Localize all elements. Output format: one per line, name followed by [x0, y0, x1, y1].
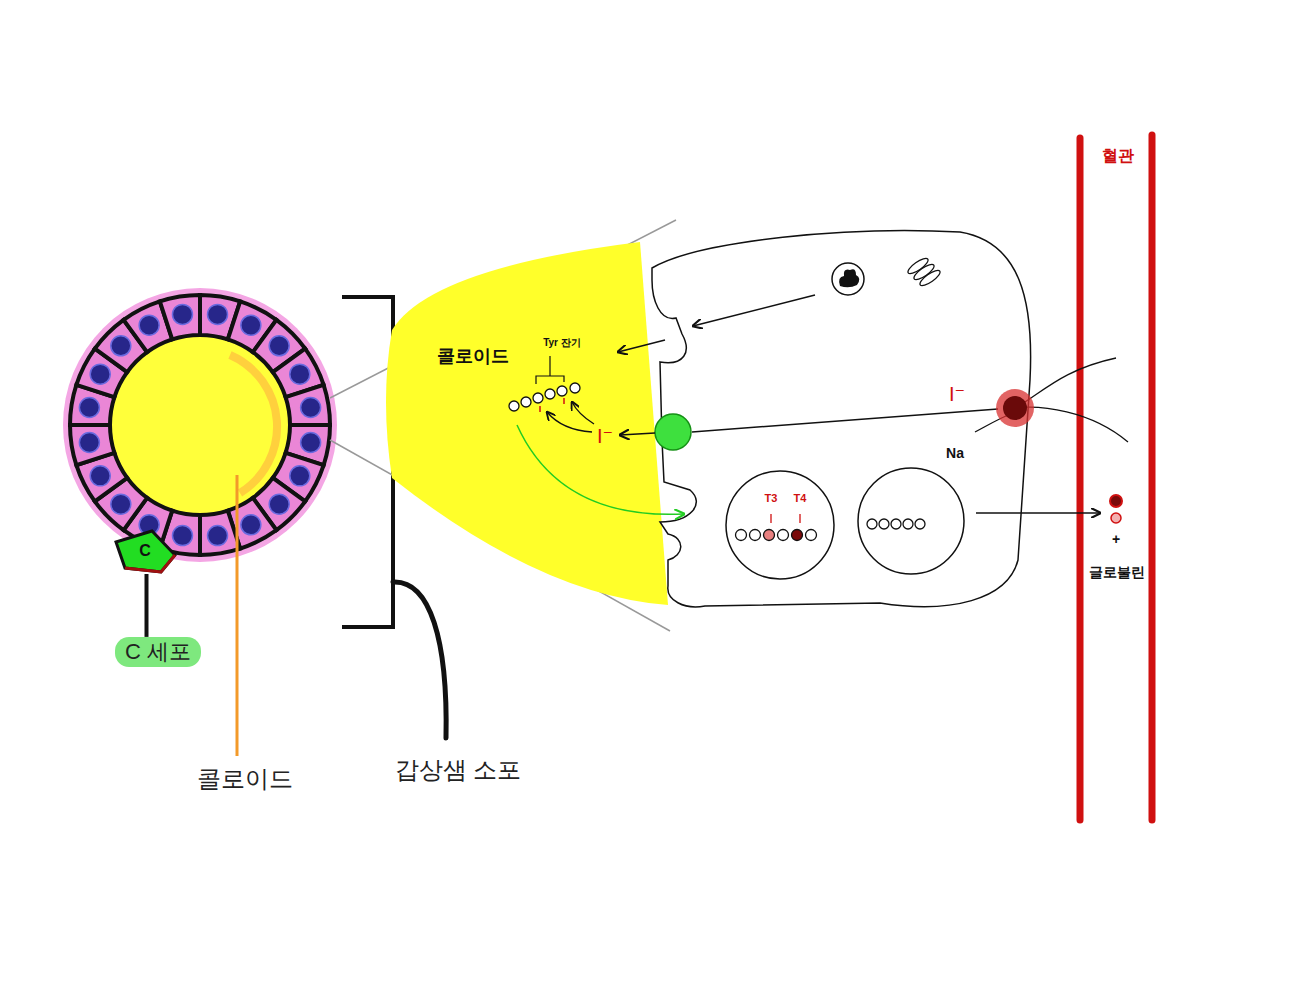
- t3-dot: [1111, 513, 1121, 523]
- c-cell: C: [112, 528, 178, 574]
- c-cell-outline: [116, 531, 175, 572]
- hormone-bead: [778, 530, 789, 541]
- nucleus-symbol: [839, 269, 859, 287]
- cell-nucleus: [208, 526, 228, 546]
- pendrin-channel: [655, 414, 691, 450]
- symporter: [1003, 396, 1027, 420]
- endocytosis-arrow: [517, 425, 684, 514]
- arrow: [693, 295, 815, 326]
- residue-label: Tyr 잔기: [543, 337, 581, 349]
- hormone-bead: [764, 530, 775, 541]
- protein-label: 글로불린: [1089, 564, 1145, 580]
- follicular-cell: [70, 425, 114, 465]
- node-text: T4: [794, 492, 807, 504]
- cell-nucleus: [290, 364, 310, 384]
- cell-nucleus: [301, 397, 321, 417]
- follicle-glow: [63, 288, 337, 562]
- arrow: [618, 340, 665, 352]
- hormone-bead: [750, 530, 761, 541]
- cell-nucleus: [290, 466, 310, 486]
- bracket: [342, 297, 393, 627]
- cell-nucleus: [172, 526, 192, 546]
- iodine-mark: [539, 406, 541, 412]
- node-text: C: [139, 542, 151, 560]
- tick: [799, 514, 800, 523]
- transport-line: [692, 409, 998, 432]
- vesicle-shape: [725, 470, 835, 580]
- symporter: [996, 389, 1034, 427]
- iodine-mark: [563, 398, 565, 404]
- part-label: 갑상샘 소포: [395, 756, 522, 784]
- cell-nucleus: [241, 315, 261, 335]
- golgi-symbol: [906, 256, 942, 288]
- arrow: [547, 412, 592, 432]
- vessel-wall: [1077, 138, 1084, 820]
- cell-nucleus: [111, 494, 131, 514]
- cell-nucleus: [90, 364, 110, 384]
- cell-nucleus: [172, 304, 192, 324]
- cell-nucleus: [79, 397, 99, 417]
- cell-nucleus: [269, 494, 289, 514]
- follicular-cell: [200, 511, 240, 555]
- colloid-zoom: [386, 242, 668, 605]
- arrow: [572, 402, 594, 424]
- leader-line: [393, 582, 446, 738]
- thyroid-follicle: [63, 288, 337, 562]
- ion-label: I⁻: [597, 425, 613, 448]
- tick: [770, 514, 771, 523]
- follicular-cell: [160, 295, 200, 339]
- ion-label: I⁻: [949, 383, 965, 406]
- leader-line: [236, 475, 239, 756]
- ion-label: Na: [946, 445, 964, 461]
- thyroglobulin-chain: [509, 383, 580, 411]
- node-text: C 세포: [125, 640, 191, 664]
- region-label: 콜로이드: [437, 346, 509, 367]
- vessel-wall: [1149, 135, 1156, 820]
- t4-dot: [1110, 495, 1122, 507]
- colloid-tint: [230, 355, 277, 493]
- cell-nucleus: [139, 315, 159, 335]
- vesicle: [858, 468, 964, 574]
- cell-nucleus: [111, 336, 131, 356]
- c-cell-tag: C 세포: [115, 637, 201, 667]
- nucleus-symbol: [832, 263, 864, 295]
- hormone-bead: [792, 530, 803, 541]
- hormone-bead: [736, 530, 747, 541]
- cell-nucleus: [269, 336, 289, 356]
- cell-nucleus: [301, 433, 321, 453]
- part-label: 콜로이드: [197, 765, 293, 793]
- arrow: [620, 433, 655, 435]
- hormone-vesicle: T3 T4: [725, 470, 835, 580]
- cell-nucleus: [241, 515, 261, 535]
- plus-sign: +: [1112, 531, 1120, 547]
- cell-nucleus: [79, 433, 99, 453]
- cell-nucleus: [90, 466, 110, 486]
- node-text: T3: [765, 492, 778, 504]
- follicular-cell: [286, 385, 330, 425]
- cell-nucleus: [208, 304, 228, 324]
- vessel-label: 혈관: [1102, 147, 1134, 165]
- leader-connector: [145, 574, 149, 637]
- arrow: [976, 512, 1100, 514]
- hormone-bead: [806, 530, 817, 541]
- follicular-cell: [652, 231, 1031, 607]
- globulin-chain: [867, 519, 925, 529]
- vesicle-outline: [726, 471, 834, 579]
- residue-bracket: [536, 356, 564, 384]
